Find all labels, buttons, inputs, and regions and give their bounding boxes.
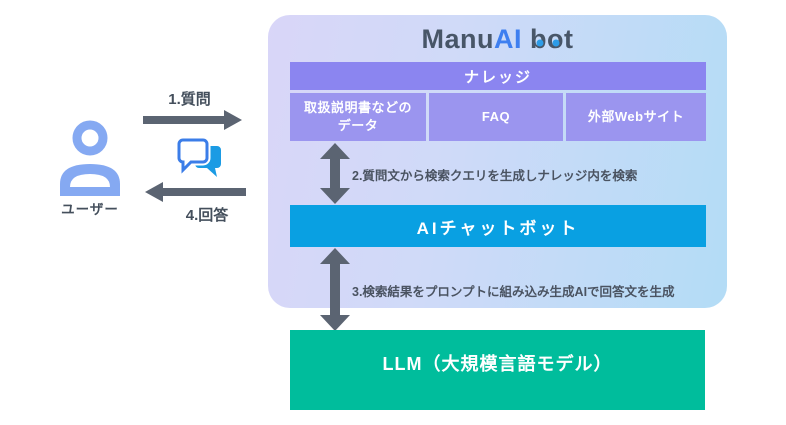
- arrow-question-right: [143, 110, 242, 130]
- arrow-search-knowledge: [320, 143, 350, 204]
- ai-chatbot-bar: AIチャットボット: [290, 205, 706, 247]
- knowledge-header: ナレッジ: [290, 62, 706, 90]
- logo-ai: AI: [493, 24, 522, 54]
- logo-manu: Manu: [421, 24, 494, 54]
- knowledge-cells: 取扱説明書などの データ FAQ 外部Webサイト: [290, 93, 706, 141]
- llm-bar: LLM（大規模言語モデル）: [290, 330, 705, 410]
- knowledge-cell-website: 外部Webサイト: [566, 93, 706, 141]
- user-label: ユーザー: [61, 202, 119, 217]
- user-icon: [50, 118, 130, 203]
- knowledge-cell-manual: 取扱説明書などの データ: [290, 93, 426, 141]
- arrow-llm-generate: [320, 248, 350, 331]
- arrow-answer-left: [145, 182, 246, 202]
- step3-note: 3.検索結果をプロンプトに組み込み生成AIで回答文を生成: [352, 285, 675, 299]
- chat-bubbles-icon: [175, 136, 225, 187]
- step2-note: 2.質問文から検索クエリを生成しナレッジ内を検索: [352, 169, 638, 183]
- logo-bot-t: t: [564, 24, 574, 54]
- logo-bot-o: o: [547, 24, 564, 54]
- step1-label: 1.質問: [168, 91, 211, 108]
- manuai-bot-logo: ManuAI bot: [268, 24, 727, 55]
- knowledge-cell-faq: FAQ: [429, 93, 563, 141]
- logo-bot-b: b: [530, 24, 547, 54]
- step4-label: 4.回答: [185, 207, 229, 224]
